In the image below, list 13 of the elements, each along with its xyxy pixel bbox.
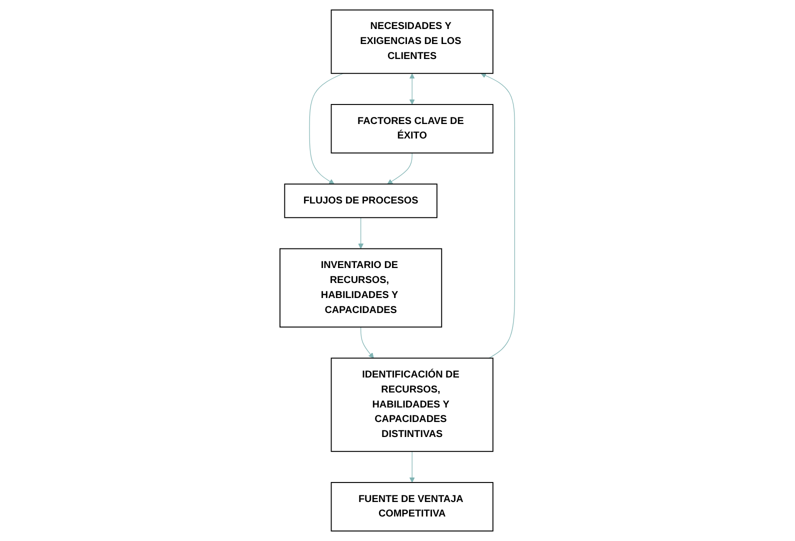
node-box: FLUJOS DE PROCESOS [284,184,438,218]
node-box: FACTORES CLAVE DE ÉXITO [330,104,494,154]
arrow [358,217,364,249]
arrow [410,451,415,483]
node-box: NECESIDADES Y EXIGENCIAS DE LOS CLIENTES [330,10,494,74]
node-box: IDENTIFICACIÓN DE RECURSOS, HABILIDADES Y CAPACIDADES DISTINTIVAS [330,358,494,452]
arrow [360,326,374,358]
arrow [309,73,344,184]
arrow [410,73,415,105]
node-box: INVENTARIO DE RECURSOS, HABILIDADES Y CAPACIDADES [280,248,442,328]
arrow [387,152,413,184]
node-box: FUENTE DE VENTAJA COMPETITIVA [330,482,494,532]
arrow [480,72,516,358]
